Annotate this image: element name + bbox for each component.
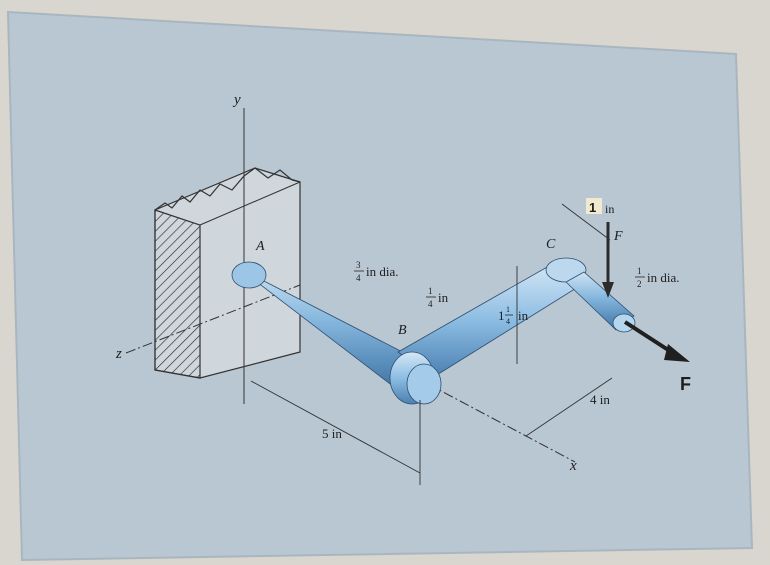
svg-text:1: 1: [637, 266, 642, 276]
highlight-box: [586, 198, 602, 214]
svg-text:3: 3: [356, 260, 361, 270]
svg-text:in: in: [605, 202, 614, 216]
svg-text:in: in: [518, 308, 529, 323]
svg-text:in dia.: in dia.: [647, 270, 680, 285]
axes: [125, 108, 576, 463]
dimension-lines: [243, 203, 613, 485]
point-b-label: B: [398, 323, 407, 338]
svg-text:2: 2: [637, 279, 642, 289]
svg-text:1: 1: [589, 200, 596, 215]
point-c-label: C: [546, 237, 556, 252]
plate-thickness-label: 1 4 in: [426, 286, 449, 309]
point-a-label: A: [255, 239, 265, 254]
axis-z-label: z: [115, 346, 122, 362]
svg-text:in: in: [438, 290, 449, 305]
paper-sheet: [8, 12, 752, 560]
svg-text:1: 1: [498, 308, 505, 323]
force-f-upper-label: F: [613, 229, 623, 244]
svg-text:4: 4: [428, 299, 433, 309]
pin-dia-label: 1 2 in dia.: [635, 266, 680, 289]
dim-4in-label: 4 in: [590, 392, 610, 407]
svg-text:4: 4: [356, 273, 361, 283]
svg-text:in dia.: in dia.: [366, 264, 399, 279]
wall-support: [154, 167, 301, 379]
force-f-lower-label: F: [680, 374, 691, 394]
pin-c: [565, 271, 636, 333]
axis-y-label: y: [232, 92, 241, 108]
svg-text:4: 4: [506, 317, 510, 326]
offset-label: 1 in: [589, 200, 614, 216]
dim-5in-label: 5 in: [322, 426, 342, 441]
plate-bc: [389, 257, 587, 405]
svg-text:1: 1: [506, 305, 510, 314]
force-arrows: [602, 222, 690, 362]
svg-text:1: 1: [428, 286, 433, 296]
plate-width-label: 1 1 4 in: [498, 305, 529, 326]
axis-x-label: x: [569, 458, 577, 474]
rod-ab-dia-label: 3 4 in dia.: [354, 260, 399, 283]
